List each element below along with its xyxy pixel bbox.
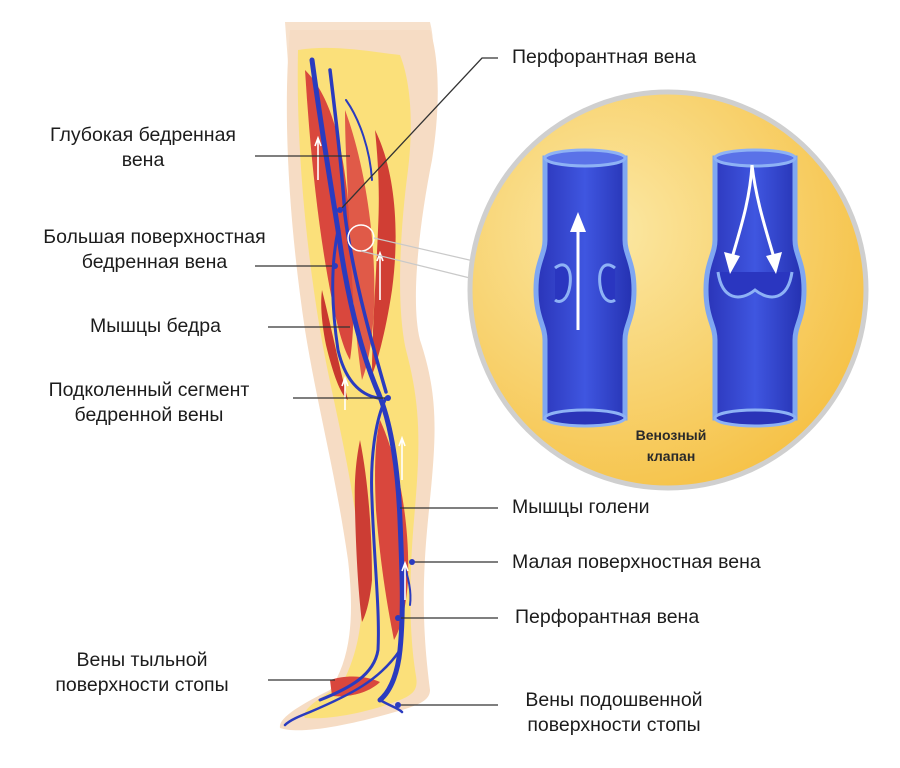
- label-line: Подколенный сегмент: [48, 379, 250, 401]
- label-thigh-muscles: Мышцы бедра: [90, 315, 221, 337]
- label-line: вена: [121, 149, 165, 171]
- label-line: Глубокая бедренная: [50, 124, 236, 146]
- label-popliteal-segment: Подколенный сегмент бедренной вены: [18, 378, 280, 428]
- label-great-saphenous-vein: Большая поверхностная бедренная вена: [12, 225, 297, 275]
- calf-muscle-2: [354, 440, 372, 622]
- label-plantar-foot-veins: Вены подошвенной поверхности стопы: [500, 688, 728, 738]
- label-dorsal-foot-veins: Вены тыльной поверхности стопы: [24, 648, 260, 698]
- label-small-saphenous-vein: Малая поверхностная вена: [512, 551, 761, 573]
- leader-lines: [255, 57, 498, 706]
- thigh-muscle-2: [345, 110, 375, 380]
- thigh-muscle-4: [321, 290, 348, 400]
- label-line: поверхности стопы: [527, 714, 701, 736]
- label-line: Вены подошвенной: [525, 689, 703, 711]
- label-line: Венозный: [635, 427, 707, 443]
- label-line: бедренной вены: [74, 404, 224, 426]
- label-line: клапан: [646, 448, 696, 464]
- label-deep-femoral-vein: Глубокая бедренная вена: [28, 123, 258, 173]
- label-line: поверхности стопы: [55, 674, 229, 696]
- magnifier-line-2: [360, 250, 479, 281]
- flow-arrows: [314, 135, 409, 600]
- label-line: Большая поверхностная: [43, 226, 266, 248]
- magnifier-line-1: [373, 237, 479, 263]
- label-perforator-vein-bottom: Перфорантная вена: [515, 606, 700, 628]
- vein-open-valve: [533, 148, 637, 428]
- label-calf-muscles: Мышцы голени: [512, 496, 650, 518]
- label-line: бедренная вена: [81, 251, 228, 273]
- vein-closed-valve: [703, 148, 807, 428]
- label-venous-valve: Венозный клапан: [615, 425, 727, 467]
- leader-dots: [332, 207, 415, 708]
- vein-network: [283, 57, 412, 727]
- label-line: Вены тыльной: [76, 649, 208, 671]
- label-perforator-vein-top: Перфорантная вена: [512, 46, 697, 68]
- thigh-muscle-3: [372, 130, 396, 375]
